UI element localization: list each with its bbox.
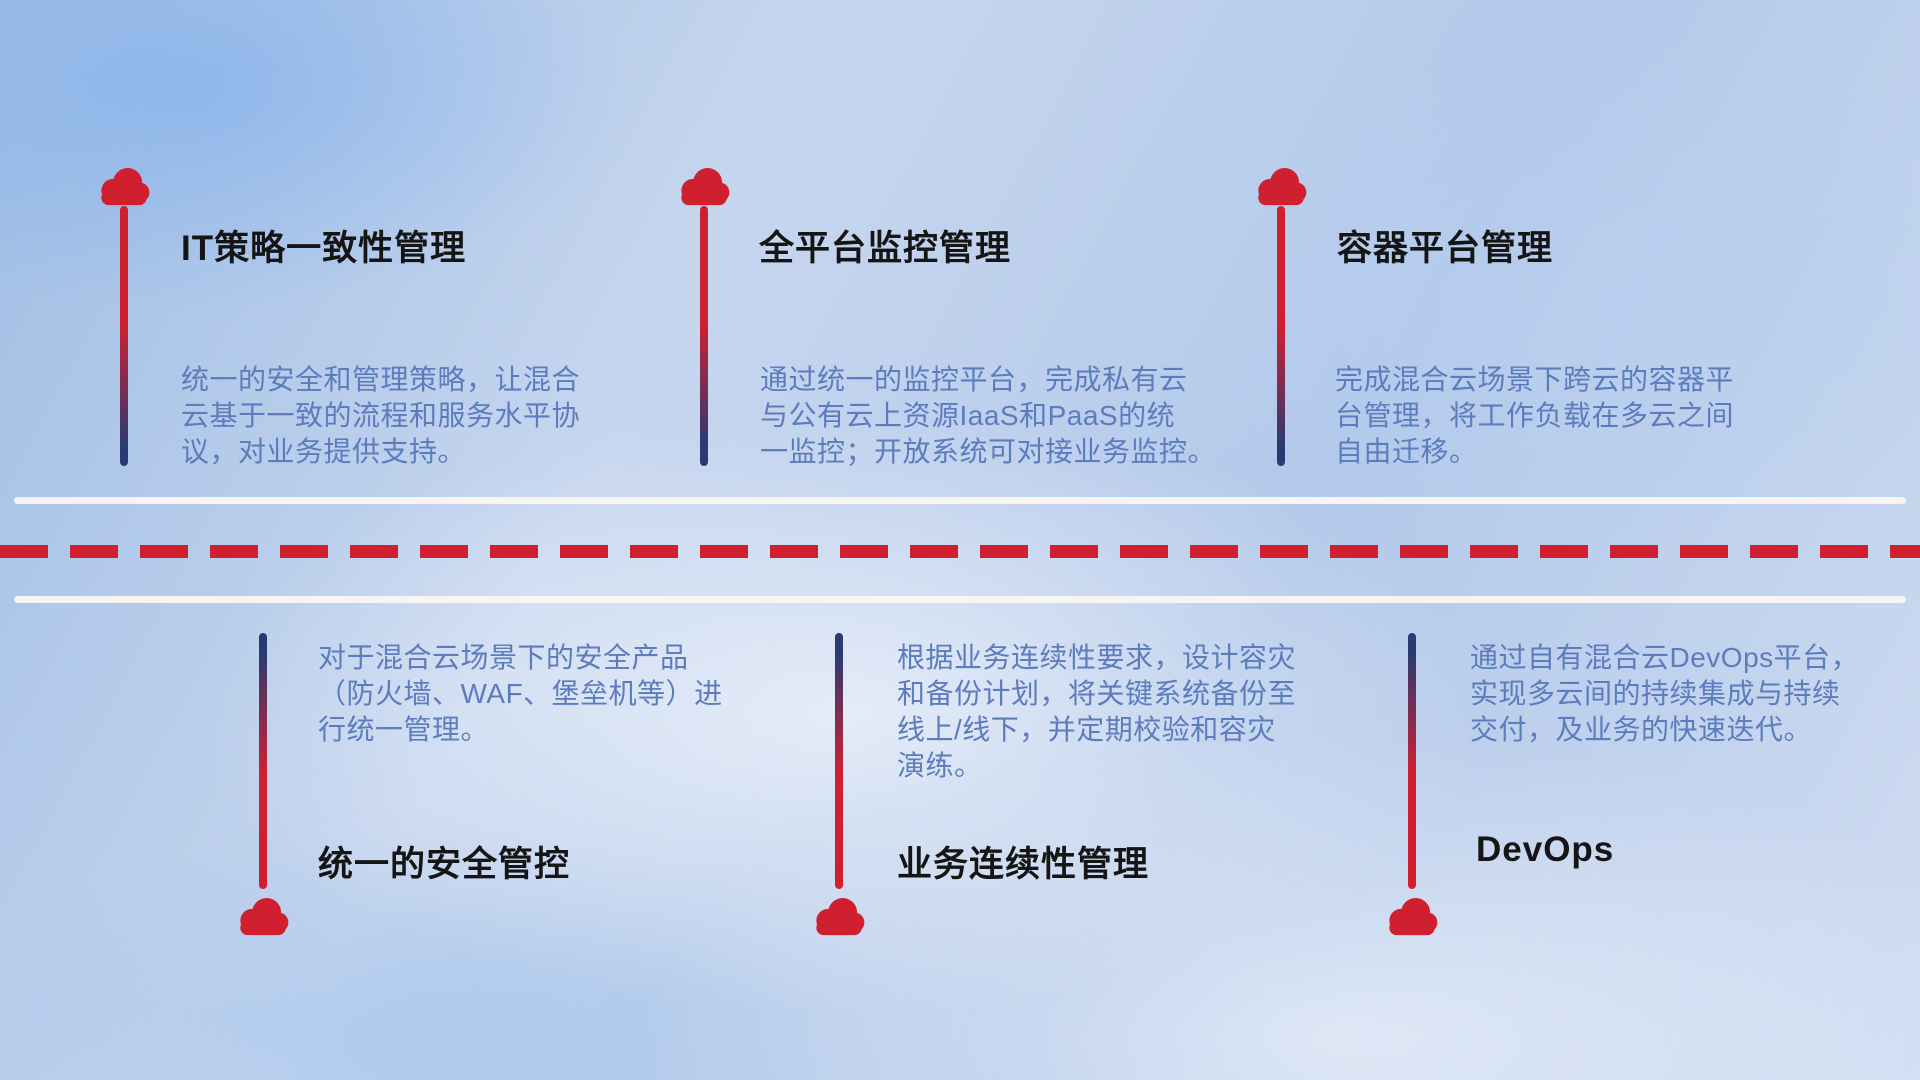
top-item-1-description: 统一的安全和管理策略，让混合 云基于一致的流程和服务水平协 议，对业务提供支持。 <box>181 364 581 467</box>
top-item-3-title: 容器平台管理 <box>1337 229 1554 268</box>
cloud-icon <box>1383 896 1441 938</box>
timeline-connector <box>1408 633 1416 889</box>
divider-line-top <box>14 497 1906 504</box>
timeline-connector <box>1277 206 1285 466</box>
bottom-item-3-title: DevOps <box>1476 830 1615 869</box>
timeline-connector <box>120 206 128 466</box>
top-item-2-description: 通过统一的监控平台，完成私有云 与公有云上资源IaaS和PaaS的统 一监控；开… <box>760 364 1217 467</box>
cloud-icon <box>95 166 153 208</box>
divider-dashed-line <box>0 545 1920 558</box>
divider-line-bottom <box>14 596 1906 603</box>
bottom-item-3-description: 通过自有混合云DevOps平台， 实现多云间的持续集成与持续 交付，及业务的快速… <box>1470 642 1860 745</box>
cloud-icon <box>234 896 292 938</box>
cloud-icon <box>675 166 733 208</box>
bottom-item-1-description: 对于混合云场景下的安全产品 （防火墙、WAF、堡垒机等）进 行统一管理。 <box>318 642 723 745</box>
timeline-connector <box>700 206 708 466</box>
bottom-item-2-description: 根据业务连续性要求，设计容灾 和备份计划，将关键系统备份至 线上/线下，并定期校… <box>897 642 1297 781</box>
top-item-1-title: IT策略一致性管理 <box>181 229 467 268</box>
timeline-connector <box>259 633 267 889</box>
top-item-3-description: 完成混合云场景下跨云的容器平 台管理，将工作负载在多云之间 自由迁移。 <box>1335 364 1735 467</box>
bottom-item-2-title: 业务连续性管理 <box>897 845 1150 884</box>
top-item-2-title: 全平台监控管理 <box>759 229 1012 268</box>
cloud-icon <box>1252 166 1310 208</box>
bottom-item-1-title: 统一的安全管控 <box>318 845 571 884</box>
timeline-connector <box>835 633 843 889</box>
cloud-icon <box>810 896 868 938</box>
